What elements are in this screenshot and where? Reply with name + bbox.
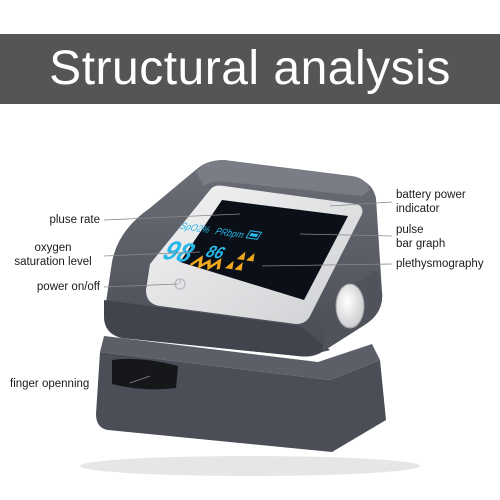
label-battery-line2: indicator xyxy=(396,203,440,215)
leader-pleth xyxy=(261,263,393,267)
finger-opening xyxy=(112,358,178,390)
pulse-bar-4 xyxy=(224,260,234,270)
leader-pulse-rate xyxy=(103,213,241,221)
banner-bar xyxy=(0,34,500,104)
leader-power xyxy=(103,283,179,288)
pr-label: PRbpm xyxy=(212,226,246,240)
leader-oxygen xyxy=(103,251,201,257)
spo2-label: SpO2% xyxy=(177,221,213,236)
leader-battery xyxy=(329,201,393,207)
leader-finger xyxy=(129,375,151,384)
front-face xyxy=(104,300,330,357)
battery-fill xyxy=(249,232,259,238)
side-button xyxy=(335,283,365,329)
lower-clip-top xyxy=(100,336,380,380)
display-content: SpO2% PRbpm 98 86 xyxy=(157,221,263,271)
pleth-wave xyxy=(189,255,222,271)
label-oxygen-line1: oxygen xyxy=(34,242,72,254)
pulse-bar-2 xyxy=(245,253,255,262)
label-pulse-bar-line1: pulse xyxy=(396,224,424,236)
oled-screen xyxy=(180,200,348,300)
label-finger: finger openning xyxy=(10,378,90,390)
banner: Structural analysis xyxy=(0,0,500,118)
device-shadow xyxy=(80,456,420,476)
label-pulse-bar-line2: bar graph xyxy=(396,238,446,250)
label-battery-line1: battery power xyxy=(396,189,466,201)
label-pulse-rate: pluse rate xyxy=(49,214,100,226)
label-pleth: plethysmography xyxy=(396,258,484,270)
leader-pulse-bar xyxy=(299,233,393,237)
pulse-bar-1 xyxy=(236,251,246,261)
top-cap xyxy=(196,160,370,196)
label-oxygen-line2: saturation level xyxy=(14,256,92,268)
pulse-bar-3 xyxy=(234,262,243,271)
banner-title: Structural analysis xyxy=(49,42,451,95)
label-power: power on/off xyxy=(36,281,100,293)
battery-icon xyxy=(245,230,263,240)
